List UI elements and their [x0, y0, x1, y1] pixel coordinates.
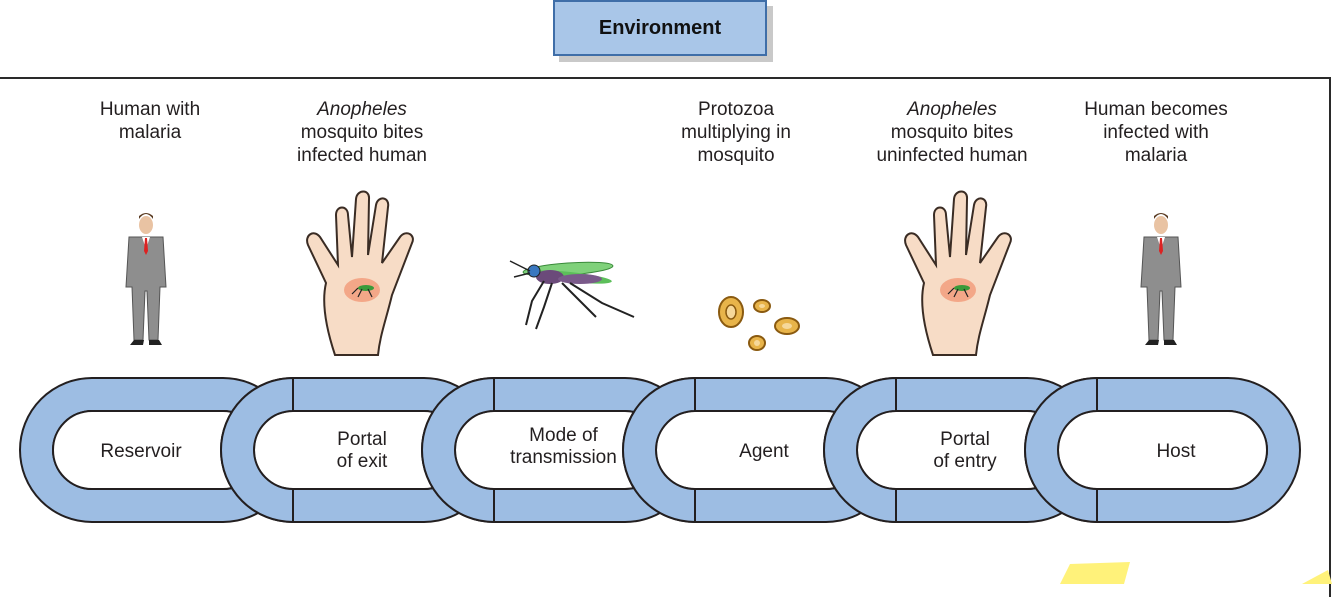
- chain-label-portal-of-entry: Portal of entry: [933, 429, 997, 472]
- caption-entry-text: mosquito bites uninfected human: [876, 122, 1028, 166]
- highlight-marks: [1060, 562, 1332, 584]
- caption-exit-italic: Anopheles: [317, 99, 407, 120]
- human-figure-icon: [1140, 213, 1182, 345]
- caption-entry: Anopheles mosquito bites uninfected huma…: [852, 98, 1052, 167]
- chain-label-host: Host: [1156, 441, 1196, 462]
- caption-entry-italic: Anopheles: [907, 99, 997, 120]
- mosquito-icon: [509, 260, 635, 330]
- caption-reservoir-text: Human with malaria: [99, 99, 201, 143]
- hand-with-mosquito-icon: [904, 190, 1012, 356]
- environment-label: Environment: [598, 16, 722, 39]
- caption-agent: Protozoa multiplying in mosquito: [636, 98, 836, 167]
- environment-box: Environment: [553, 0, 767, 56]
- human-figure-icon: [125, 213, 167, 345]
- chain-links: [19, 376, 1301, 524]
- chain-label-mode-of-transmission: Mode of transmission: [510, 425, 617, 468]
- caption-host-text: Human becomes infected with malaria: [1084, 99, 1228, 166]
- caption-host: Human becomes infected with malaria: [1056, 98, 1256, 167]
- chain-label-agent: Agent: [739, 441, 789, 462]
- chain-link-overlap: [220, 376, 294, 524]
- chain-link-overlap: [1024, 376, 1098, 524]
- chain-link-overlap: [823, 376, 897, 524]
- caption-exit-text: mosquito bites infected human: [297, 122, 427, 166]
- diagram-frame: [0, 77, 1331, 597]
- protozoa-icon: [718, 296, 800, 351]
- illustrations-svg: [19, 190, 1301, 524]
- caption-agent-text: Protozoa multiplying in mosquito: [681, 99, 791, 166]
- chain-label-portal-of-exit: Portal of exit: [336, 429, 388, 472]
- caption-exit: Anopheles mosquito bites infected human: [262, 98, 462, 167]
- hand-with-mosquito-icon: [306, 190, 414, 356]
- chain-link-overlap: [622, 376, 696, 524]
- chain-link-overlap: [421, 376, 495, 524]
- chain-label-reservoir: Reservoir: [100, 441, 182, 462]
- caption-reservoir: Human with malaria: [50, 98, 250, 144]
